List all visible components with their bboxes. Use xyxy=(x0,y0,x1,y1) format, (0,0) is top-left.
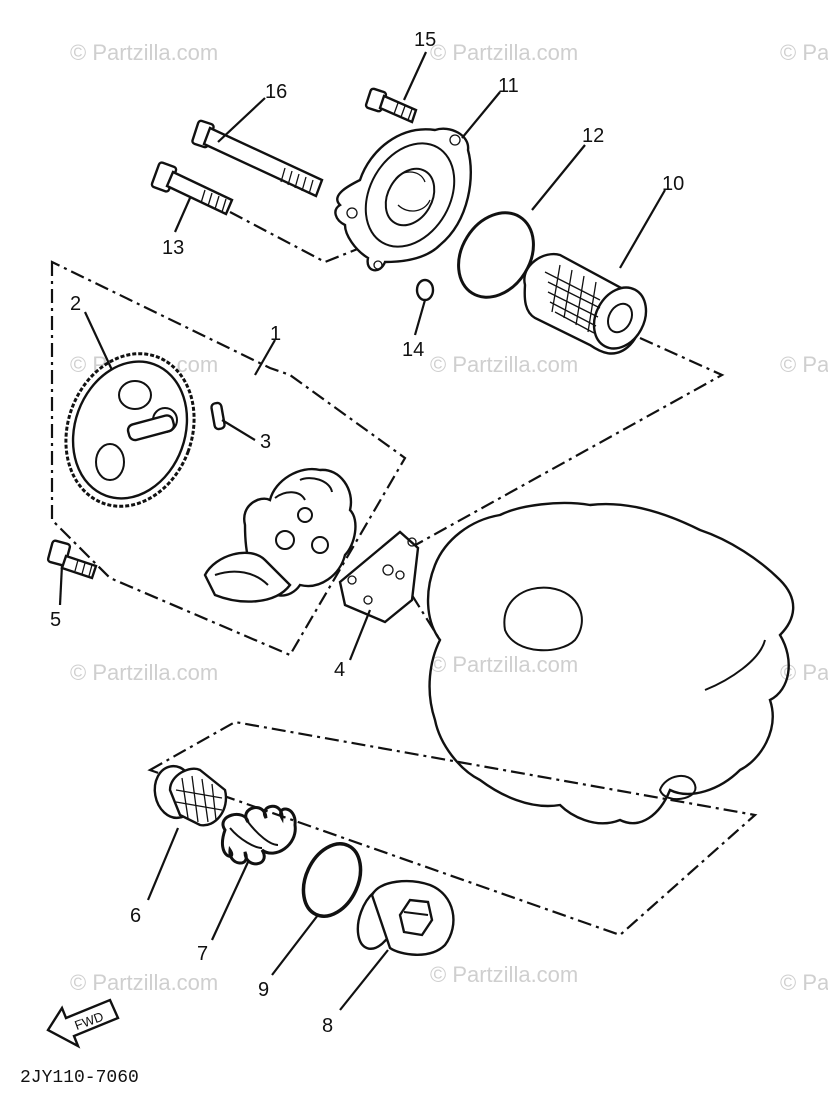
crankcase-drain-boss xyxy=(658,775,697,801)
callout-4: 4 xyxy=(334,659,345,681)
callout-13: 13 xyxy=(162,237,184,259)
callout-10: 10 xyxy=(662,173,684,195)
watermark: © Partzilla.com xyxy=(780,40,828,65)
forward-arrow: FWD xyxy=(46,998,120,1049)
callout-9: 9 xyxy=(258,979,269,1001)
watermarks: © Partzilla.com © Partzilla.com © Partzi… xyxy=(70,40,828,995)
callout-1: 1 xyxy=(270,323,281,345)
gasket-4[interactable] xyxy=(338,530,420,624)
callout-14: 14 xyxy=(402,339,424,361)
leader-cover-to-pump xyxy=(229,211,361,264)
rotor-gear-2[interactable] xyxy=(45,335,215,524)
watermark: © Partzilla.com xyxy=(430,652,578,677)
bolt-long-16[interactable] xyxy=(191,119,324,198)
callout-6: 6 xyxy=(130,905,141,927)
callout-2: 2 xyxy=(70,293,81,315)
spring-7[interactable] xyxy=(221,804,297,866)
o-ring-9[interactable] xyxy=(292,835,371,926)
strainer-group-boundary xyxy=(147,720,758,937)
watermark: © Partzilla.com xyxy=(70,40,218,65)
watermark: © Partzilla.com xyxy=(430,962,578,987)
callout-11: 11 xyxy=(498,75,519,97)
crankcase-edge xyxy=(704,639,766,691)
callout-15: 15 xyxy=(414,29,436,51)
callout-12: 12 xyxy=(582,125,604,147)
callout-labels: 1 2 3 4 5 6 7 8 9 10 11 12 13 14 15 16 xyxy=(50,29,684,1037)
bolt-short-13[interactable] xyxy=(150,161,234,216)
oil-pump-body-1[interactable] xyxy=(203,467,357,603)
watermark: © Partzilla.com xyxy=(430,352,578,377)
leader-filter-to-case xyxy=(409,336,725,549)
screw-5[interactable] xyxy=(46,539,98,580)
callout-16: 16 xyxy=(265,81,287,103)
callout-5: 5 xyxy=(50,609,61,631)
oil-pump-assembly-boundary xyxy=(50,260,407,657)
callout-3: 3 xyxy=(260,431,271,453)
oil-filter-cover-11[interactable] xyxy=(334,127,472,272)
drain-plug-8[interactable] xyxy=(350,879,455,956)
watermark: © Partzilla.com xyxy=(780,970,828,995)
watermark: © Partzilla.com xyxy=(780,352,828,377)
crankcase-outline xyxy=(426,501,795,825)
oil-strainer-6[interactable] xyxy=(151,763,228,827)
pin-3[interactable] xyxy=(210,401,226,431)
diagram-code: 2JY110-7060 xyxy=(20,1068,139,1088)
watermark: © Partzilla.com xyxy=(430,40,578,65)
screw-15[interactable] xyxy=(364,87,418,124)
crankcase-bore xyxy=(503,586,583,652)
watermark: © Partzilla.com xyxy=(70,970,218,995)
callout-8: 8 xyxy=(322,1015,333,1037)
callout-7: 7 xyxy=(197,943,208,965)
callout-leaders xyxy=(58,51,666,1011)
oil-filter-element-10[interactable] xyxy=(523,252,656,357)
watermark: © Partzilla.com xyxy=(70,660,218,685)
o-ring-small-14[interactable] xyxy=(415,278,435,302)
